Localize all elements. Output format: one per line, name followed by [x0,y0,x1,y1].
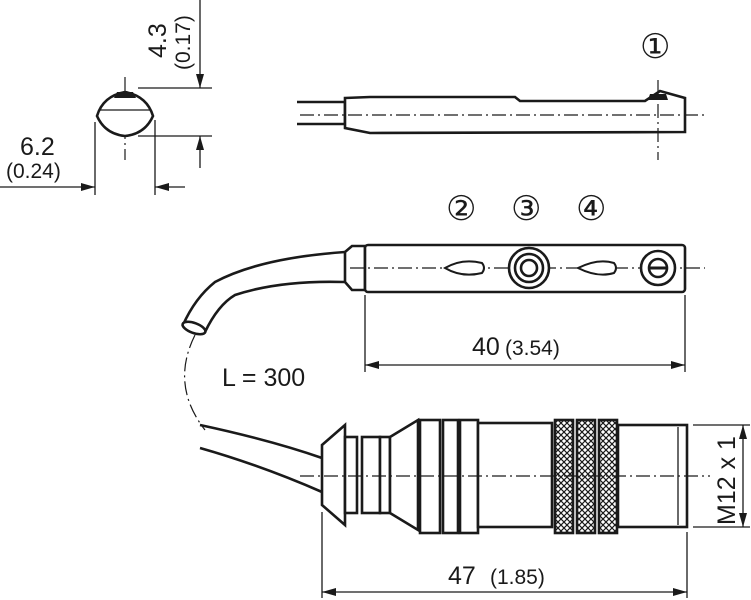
callout-4: ④ [576,190,606,228]
callout-3: ③ [511,190,541,228]
cable-length-label: L = 300 [222,364,305,392]
connector-length-dimension: 47 [448,562,476,590]
end-view: 4.3 (0.17) 6.2 (0.24) [0,0,212,195]
height-dimension: 4.3 [144,23,172,58]
connector-view: M12 x 1 47 (1.85) [199,417,750,598]
length-dimension-inch: (3.54) [505,337,560,360]
side-view: ① [297,28,705,160]
cable-length-indicator [184,334,206,431]
top-view: ② ③ ④ 40 (3.54) [181,190,705,372]
callout-1: ① [640,28,670,66]
callout-2: ② [446,190,476,228]
width-dimension-inch: (0.24) [6,160,61,183]
length-dimension: 40 [472,333,500,361]
connector-length-dimension-inch: (1.85) [490,566,545,589]
height-dimension-inch: (0.17) [172,15,195,70]
width-dimension: 6.2 [20,133,55,161]
thread-label: M12 x 1 [713,436,741,525]
